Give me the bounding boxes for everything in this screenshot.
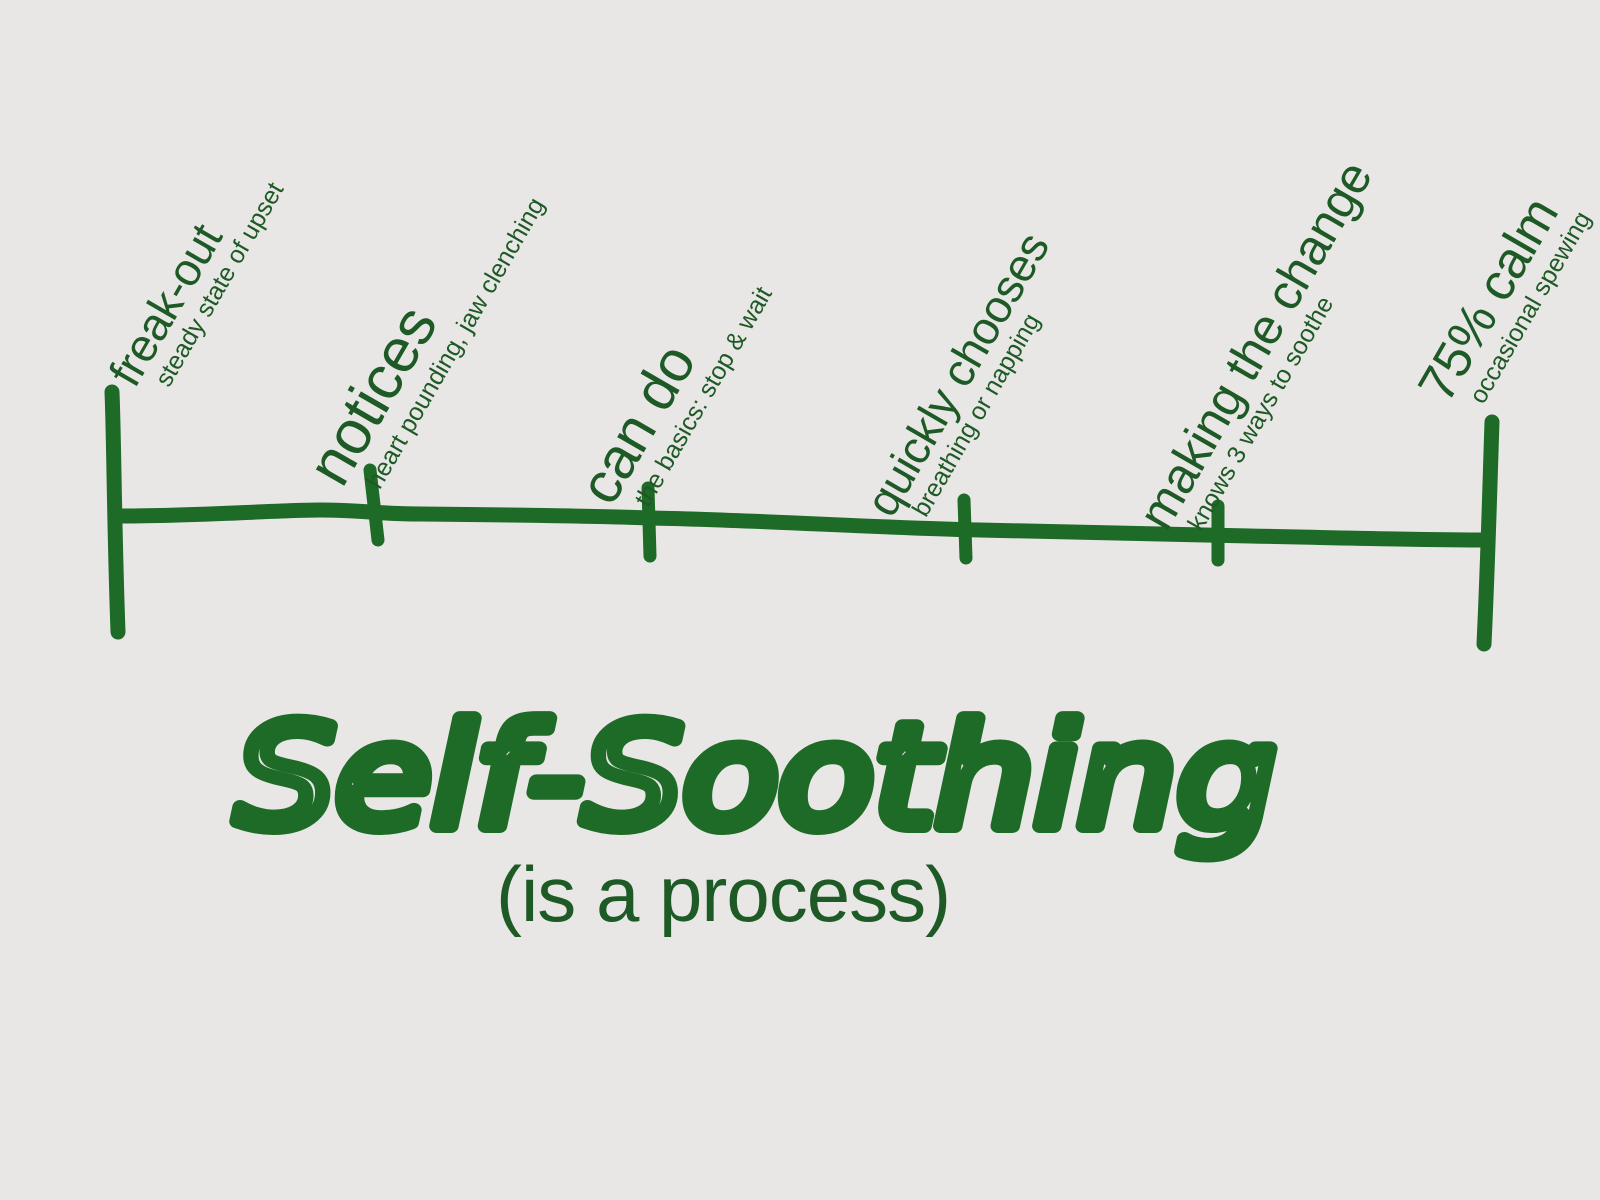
timeline-tick-quickly-chooses xyxy=(957,493,973,565)
diagram-subtitle: (is a process) xyxy=(496,850,951,938)
timeline-axis xyxy=(110,502,1496,548)
timeline-start-bar xyxy=(104,384,126,640)
diagram-title: Self-Soothing xyxy=(0,670,1600,960)
title-text: Self-Soothing xyxy=(236,695,1276,860)
timeline-tick-can-do xyxy=(641,481,657,563)
timeline-tick-notices xyxy=(363,463,385,547)
title-handwriting: Self-Soothing xyxy=(229,688,1283,867)
timeline-end-bar xyxy=(1476,414,1500,652)
